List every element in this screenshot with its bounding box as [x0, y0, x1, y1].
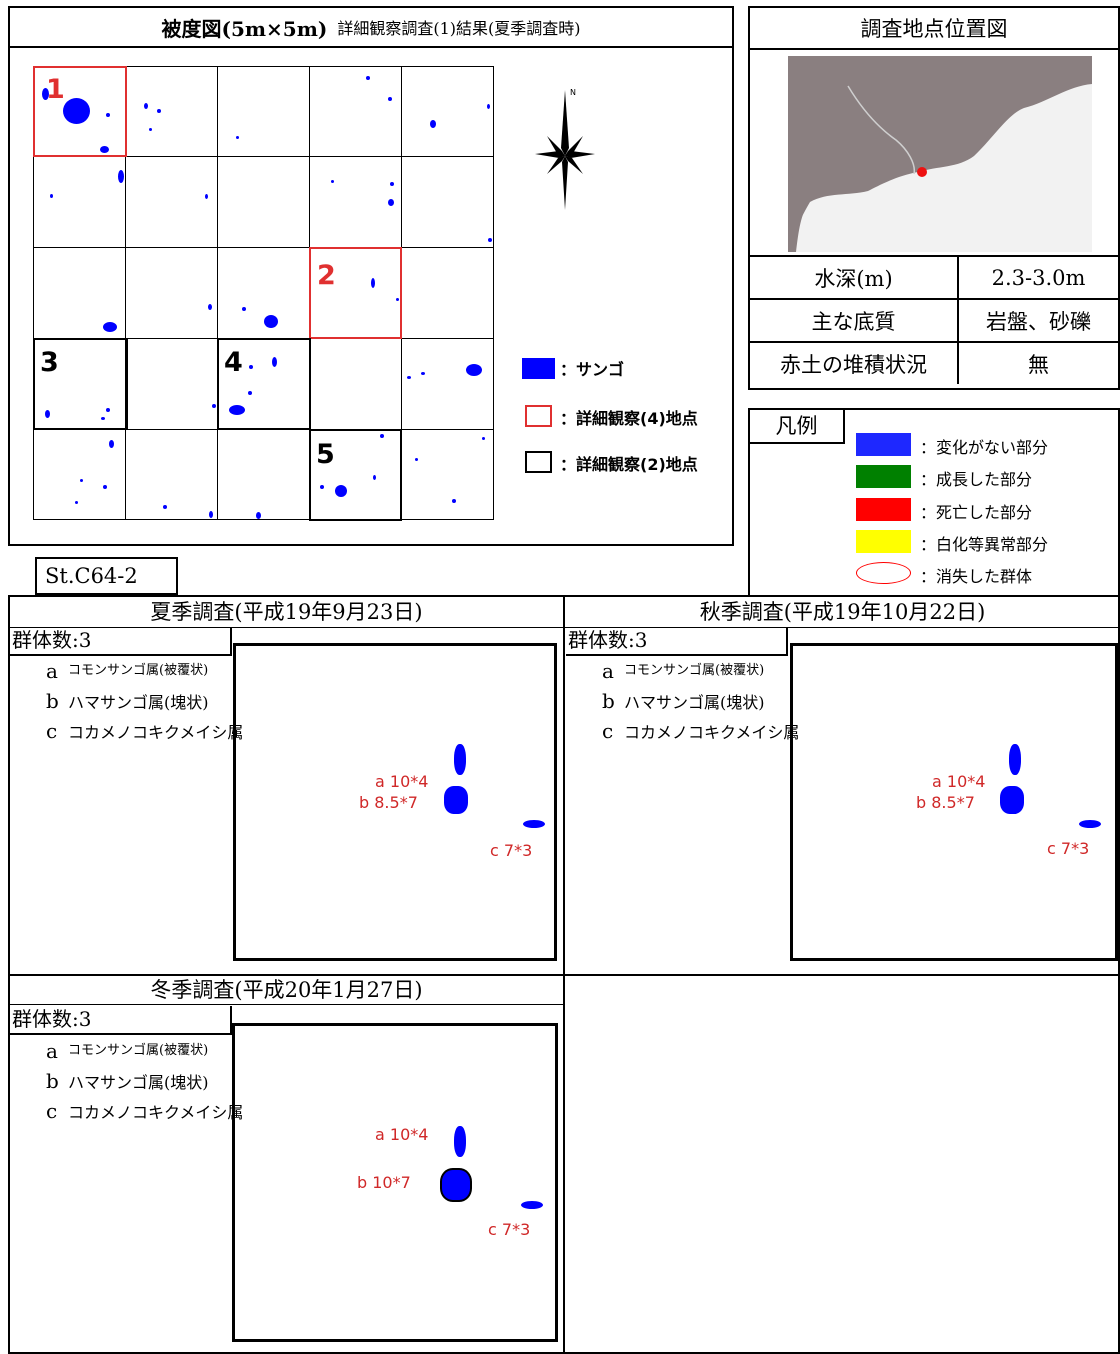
summer-label-a: a 10*4 — [375, 772, 429, 791]
black-box-swatch — [525, 451, 552, 473]
summer-label-b: b 8.5*7 — [359, 793, 418, 812]
summer-label-c: c 7*3 — [490, 841, 533, 860]
legend-swatch-grown — [856, 465, 911, 488]
legend-swatch-lost — [856, 562, 911, 584]
autumn-label-b: b 8.5*7 — [916, 793, 975, 812]
location-title: 調査地点位置図 — [750, 8, 1118, 50]
legend-label-grown: ：成長した部分 — [920, 470, 1033, 489]
location-row-substrate: 主な底質 岩盤、砂礫 — [750, 298, 1120, 341]
marker-box-2 — [309, 247, 402, 339]
depth-label: 水深(m) — [750, 257, 959, 298]
station-label: St.C64-2 — [35, 557, 178, 595]
legend-swatch-bleached — [856, 530, 911, 553]
substrate-label: 主な底質 — [750, 300, 959, 341]
winter-label-b: b 10*7 — [357, 1173, 411, 1192]
winter-title: 冬季調査(平成20年1月27日) — [150, 978, 423, 1002]
marker-label-5: 5 — [316, 439, 335, 470]
marker-label-3: 3 — [40, 347, 59, 378]
location-map — [788, 56, 1092, 252]
legend-title: 凡例 — [750, 410, 845, 444]
marker-box-5 — [309, 429, 402, 521]
autumn-colony-b — [1000, 786, 1024, 814]
winter-count: 群体数:3 — [10, 1006, 232, 1035]
winter-colony-c — [521, 1201, 543, 1209]
marker-box-1 — [33, 66, 127, 157]
winter-quadrat — [232, 1023, 558, 1342]
legend-swatch-unchanged — [856, 433, 911, 456]
marker-label-2: 2 — [317, 260, 336, 291]
winter-colony-b — [440, 1168, 472, 1202]
autumn-colony-a — [1009, 744, 1021, 775]
summer-colony-b — [444, 786, 468, 814]
coverage-title: 被度図(5m×5m) 詳細観察調査(1)結果(夏季調査時) — [10, 8, 732, 48]
marker-label-1: 1 — [46, 74, 65, 105]
autumn-title: 秋季調査(平成19年10月22日) — [699, 600, 986, 624]
compass-icon: N — [535, 88, 595, 210]
winter-label-a: a 10*4 — [375, 1125, 429, 1144]
marker-box-4 — [217, 338, 311, 430]
legend-label-unchanged: ：変化がない部分 — [920, 438, 1049, 457]
autumn-quadrat — [790, 643, 1118, 961]
legend-label-dead: ：死亡した部分 — [920, 503, 1033, 522]
location-row-red-soil: 赤土の堆積状況 無 — [750, 341, 1120, 384]
location-row-depth: 水深(m) 2.3-3.0m — [750, 255, 1120, 298]
coverage-title-bold: 被度図(5m×5m) — [161, 16, 328, 41]
substrate-value: 岩盤、砂礫 — [986, 309, 1091, 334]
autumn-label-a: a 10*4 — [932, 772, 986, 791]
coverage-title-rest: 詳細観察調査(1)結果(夏季調査時) — [337, 19, 581, 38]
summer-quadrat — [233, 643, 557, 961]
autumn-count: 群体数:3 — [566, 627, 788, 656]
summer-title: 夏季調査(平成19年9月23日) — [150, 600, 423, 624]
marker-label-4: 4 — [224, 347, 243, 378]
red-soil-value: 無 — [1028, 352, 1049, 377]
black-box-legend-label: ：詳細観察(2)地点 — [560, 455, 698, 474]
red-box-swatch — [525, 405, 552, 427]
autumn-label-c: c 7*3 — [1047, 839, 1090, 858]
legend-label-bleached: ：白化等異常部分 — [920, 535, 1049, 554]
legend-swatch-dead — [856, 498, 911, 521]
coral-swatch — [522, 358, 555, 379]
legend-label-lost: ：消失した群体 — [920, 567, 1033, 586]
depth-value: 2.3-3.0m — [991, 265, 1086, 290]
legend-panel — [748, 408, 1120, 598]
compass-letter: N — [570, 88, 576, 97]
summer-count: 群体数:3 — [10, 627, 232, 656]
autumn-colony-c — [1079, 820, 1101, 828]
winter-colony-a — [454, 1126, 466, 1157]
coral-legend-label: ：サンゴ — [560, 360, 625, 379]
summer-colony-a — [454, 744, 466, 775]
marker-box-3 — [33, 338, 128, 430]
winter-label-c: c 7*3 — [488, 1220, 531, 1239]
red-soil-label: 赤土の堆積状況 — [750, 343, 959, 384]
red-box-legend-label: ：詳細観察(4)地点 — [560, 409, 698, 428]
summer-colony-c — [523, 820, 545, 828]
coverage-panel: 被度図(5m×5m) 詳細観察調査(1)結果(夏季調査時) — [8, 6, 734, 546]
